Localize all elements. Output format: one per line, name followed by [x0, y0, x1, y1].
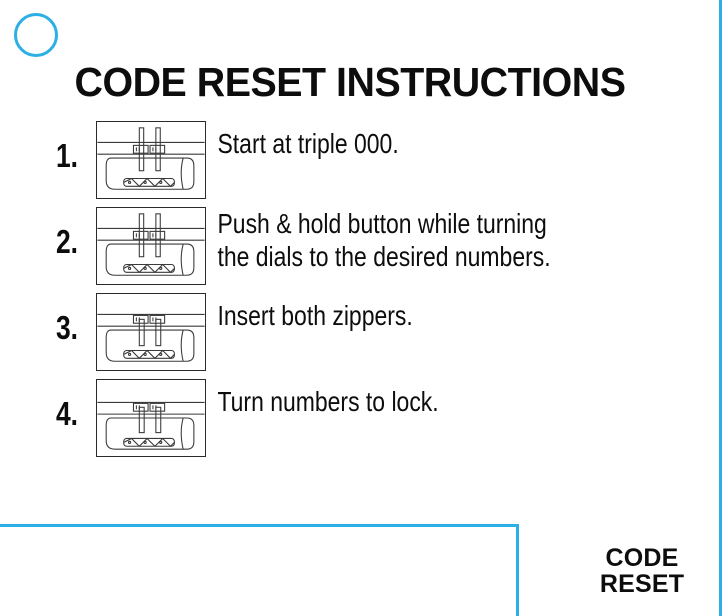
luggage-lock-set-dials-icon: [96, 207, 206, 285]
step-text: Start at triple 000.: [206, 121, 677, 160]
list-item: 3.: [56, 293, 676, 375]
step-text-line: the dials to the desired numbers.: [217, 241, 551, 273]
step-text: Turn numbers to lock.: [206, 379, 677, 418]
list-item: 2.: [56, 207, 676, 289]
step-number: 2.: [56, 223, 79, 260]
step-text-line: Turn numbers to lock.: [217, 386, 439, 417]
corner-rule-vertical-icon: [516, 524, 519, 616]
corner-rule-horizontal-icon: [0, 524, 519, 527]
brand-logo: CODE RESET: [592, 545, 692, 597]
circle-outline-icon: [14, 13, 58, 57]
page-title: CODE RESET INSTRUCTIONS: [74, 59, 626, 105]
list-item: 1.: [56, 121, 676, 203]
step-number: 3.: [56, 309, 79, 346]
step-text: Push & hold button while turning the dia…: [206, 207, 677, 273]
step-text-line: Start at triple 000.: [217, 128, 399, 159]
brand-logo-line1: CODE: [605, 544, 679, 572]
step-text-line: Push & hold button while turning: [217, 208, 547, 239]
step-text: Insert both zippers.: [206, 293, 677, 332]
luggage-lock-zippers-out-icon: [96, 121, 206, 199]
vertical-rule-icon: [719, 0, 722, 616]
luggage-lock-locked-icon: [96, 379, 206, 457]
steps-list: 1.: [56, 121, 676, 465]
list-item: 4.: [56, 379, 676, 461]
step-number: 4.: [56, 395, 79, 432]
step-number: 1.: [56, 137, 79, 174]
luggage-lock-zippers-inserted-icon: [96, 293, 206, 371]
brand-logo-line2: RESET: [599, 570, 685, 598]
step-text-line: Insert both zippers.: [217, 300, 413, 331]
